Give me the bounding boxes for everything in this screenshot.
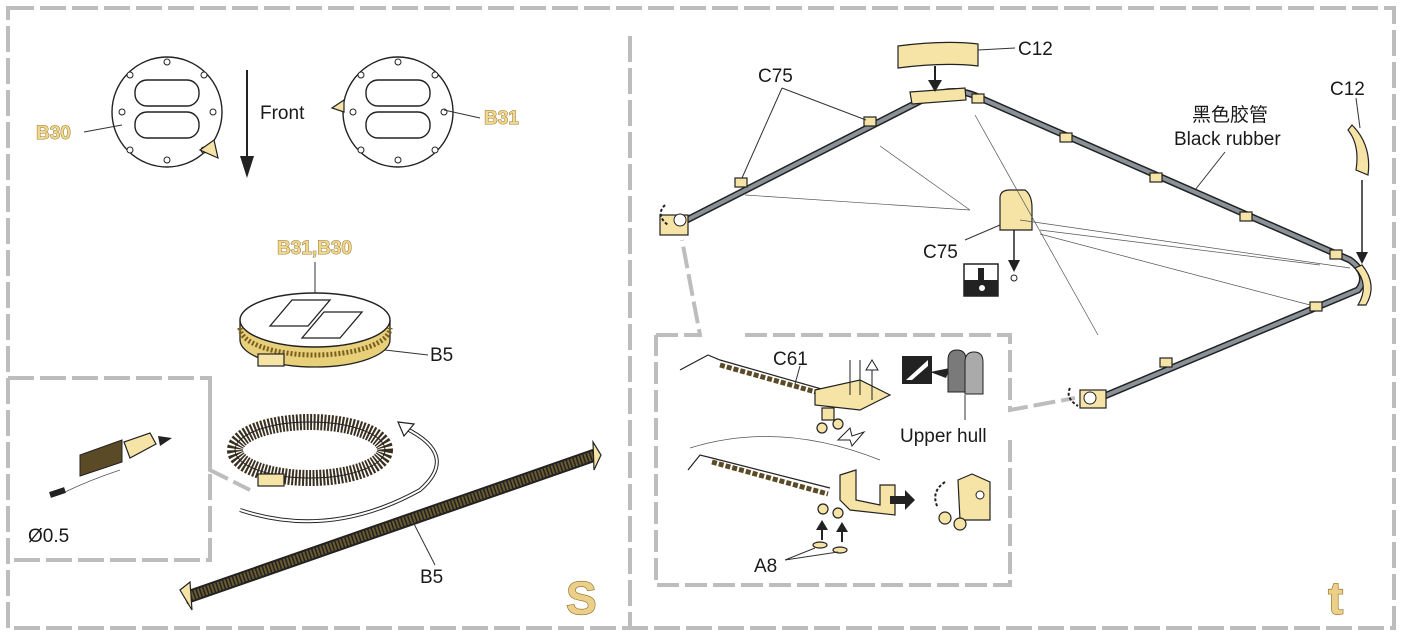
part-label-b5-ring: B5 bbox=[430, 345, 453, 366]
part-c61-drawing bbox=[679, 354, 892, 447]
assembly-c61-a8-drawing bbox=[687, 436, 915, 554]
part-label-b31-b30: B31,B30 bbox=[277, 238, 352, 259]
hose-end-fitting-right bbox=[1067, 387, 1107, 409]
hatch-b30-drawing bbox=[111, 56, 223, 168]
finished-fitting-drawing bbox=[934, 473, 991, 531]
part-label-c75-mid: C75 bbox=[923, 242, 958, 263]
part-label-b30: B30 bbox=[36, 123, 71, 144]
clasp-detail-drawing bbox=[49, 432, 172, 498]
part-c75-mid-drawing bbox=[999, 189, 1033, 282]
black-rubber-en-label: Black rubber bbox=[1174, 129, 1281, 150]
part-label-b5-strip: B5 bbox=[420, 567, 443, 588]
upper-hull-label: Upper hull bbox=[900, 426, 987, 447]
part-label-c12-right: C12 bbox=[1330, 79, 1365, 100]
step-letter-t: t bbox=[1328, 572, 1343, 624]
step-letter-s: S bbox=[566, 572, 597, 624]
detail-inset-border-t bbox=[654, 239, 1076, 587]
black-rubber-cn-label: 黑色胶管 bbox=[1192, 104, 1268, 126]
band-strip-b5-drawing bbox=[179, 439, 602, 611]
front-label: Front bbox=[260, 103, 305, 124]
hose-clips-c75 bbox=[734, 87, 1343, 368]
part-label-a8: A8 bbox=[754, 556, 777, 577]
upper-hull-part-drawing bbox=[947, 349, 984, 395]
part-c12-top-drawing bbox=[897, 41, 979, 92]
part-label-b31: B31 bbox=[484, 108, 519, 129]
bend-instruction-icon bbox=[902, 356, 950, 384]
hatch-b31-drawing bbox=[330, 56, 454, 168]
part-label-c12-top: C12 bbox=[1018, 39, 1053, 60]
panel-borders bbox=[6, 6, 1396, 630]
part-label-c61: C61 bbox=[773, 349, 808, 370]
front-arrow-icon bbox=[240, 70, 254, 178]
part-label-c75-top: C75 bbox=[758, 66, 793, 87]
band-ring-b5-drawing bbox=[227, 414, 393, 487]
drill-icon bbox=[963, 263, 999, 297]
assembled-hatch-drawing bbox=[237, 292, 393, 368]
hose-end-fitting-left bbox=[659, 204, 689, 236]
wire-size-label: Ø0.5 bbox=[28, 526, 69, 547]
bend-arrow-icon bbox=[239, 421, 439, 524]
part-c12-right-drawing bbox=[1347, 97, 1372, 306]
guide-lines bbox=[744, 114, 1351, 336]
